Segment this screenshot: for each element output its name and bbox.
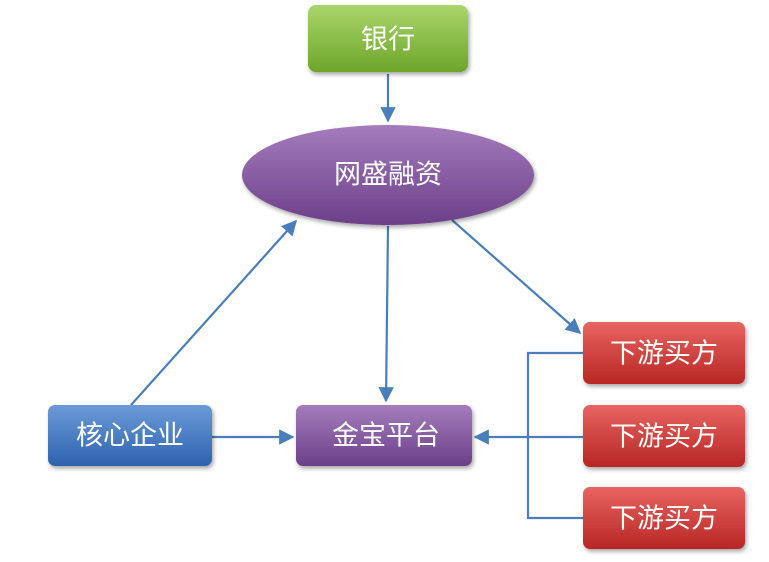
edge-wangsheng-to-buyer bbox=[451, 219, 582, 335]
jinbao-platform-node: 金宝平台 bbox=[296, 405, 472, 466]
buyer-box bbox=[583, 322, 745, 384]
jinbao-platform-label: 金宝平台 bbox=[332, 421, 440, 452]
buyer-box bbox=[583, 487, 745, 549]
wangsheng-label: 网盛融资 bbox=[334, 160, 442, 191]
bank-node: 银行 bbox=[308, 5, 468, 72]
buyer-node-2: 下游买方 bbox=[583, 405, 745, 467]
bank-box bbox=[308, 5, 468, 72]
edge-buyers-bracket bbox=[526, 351, 583, 520]
edges bbox=[130, 74, 583, 520]
wangsheng-ellipse bbox=[242, 125, 534, 225]
bank-label: 银行 bbox=[361, 25, 415, 56]
wangsheng-node: 网盛融资 bbox=[242, 125, 534, 225]
buyer-label: 下游买方 bbox=[610, 339, 718, 370]
buyer-node-1: 下游买方 bbox=[583, 322, 745, 384]
edge-wangsheng-to-jinbao bbox=[378, 225, 394, 403]
core-enterprise-box bbox=[48, 405, 212, 466]
core-enterprise-label: 核心企业 bbox=[76, 421, 184, 452]
buyer-node-3: 下游买方 bbox=[583, 487, 745, 549]
buyer-box bbox=[583, 405, 745, 467]
buyer-label: 下游买方 bbox=[610, 422, 718, 453]
buyer-label: 下游买方 bbox=[610, 504, 718, 535]
edge-core-to-wangsheng bbox=[130, 219, 298, 406]
core-enterprise-node: 核心企业 bbox=[48, 405, 212, 466]
jinbao-platform-box bbox=[296, 405, 472, 466]
